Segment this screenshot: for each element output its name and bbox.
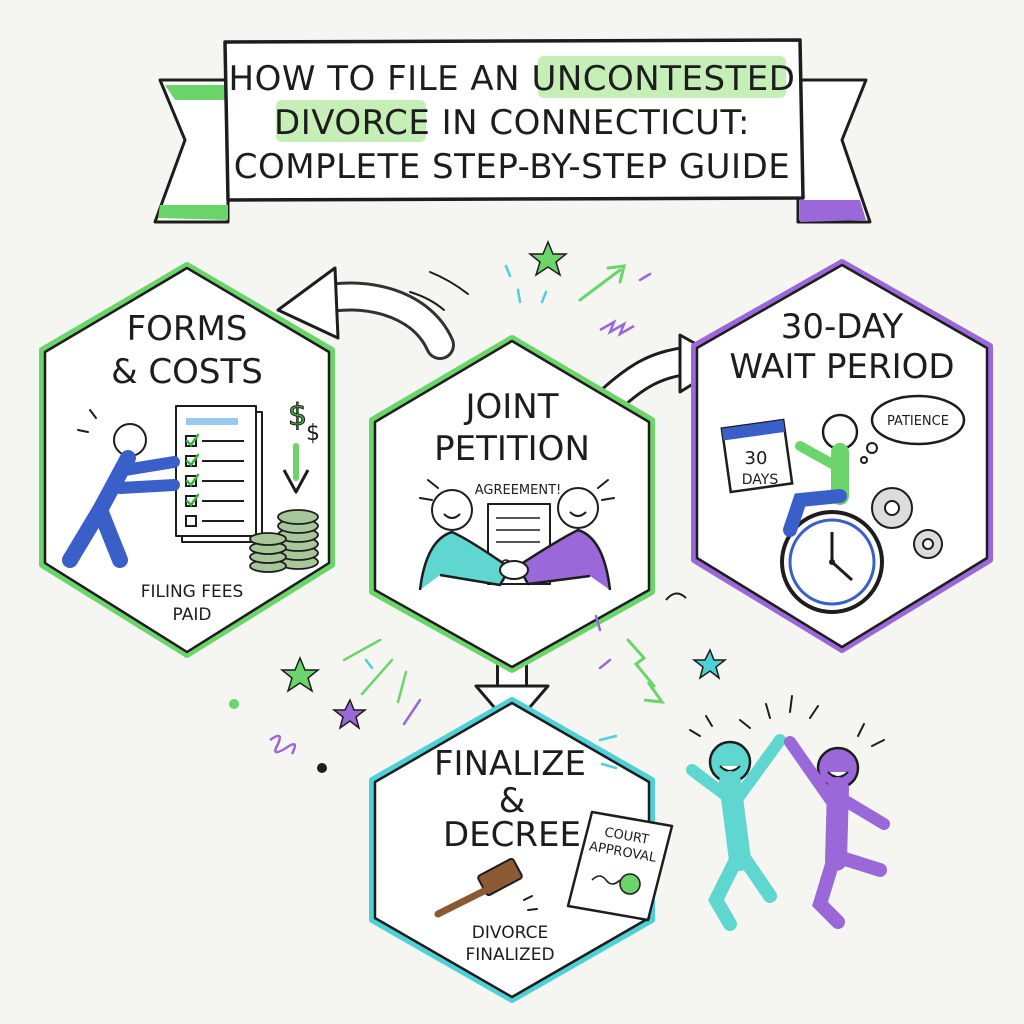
confetti-decorations bbox=[229, 240, 728, 773]
speech-label-agreement: AGREEMENT! bbox=[475, 483, 562, 498]
title-line1: HOW TO FILE AN UNCONTESTED bbox=[229, 59, 796, 99]
star-icon bbox=[331, 698, 368, 730]
calendar-number: 30 bbox=[745, 448, 768, 469]
star-icon bbox=[527, 240, 569, 277]
title-line2: DIVORCE IN CONNECTICUT: bbox=[274, 103, 750, 143]
celebrating-people-illustration bbox=[686, 695, 890, 931]
gear-icon bbox=[871, 487, 943, 559]
step4-title-line3: DECREE bbox=[443, 815, 581, 855]
title-line3: COMPLETE STEP-BY-STEP GUIDE bbox=[234, 147, 791, 187]
calendar-icon: 30 DAYS bbox=[720, 418, 794, 494]
scroll-icon: COURT APPROVAL bbox=[566, 810, 674, 922]
calendar-days: DAYS bbox=[742, 472, 779, 488]
step1-caption-line2: PAID bbox=[173, 605, 212, 625]
clock-icon bbox=[780, 510, 884, 614]
thought-bubble-icon: PATIENCE bbox=[860, 394, 966, 464]
step3-title-line2: WAIT PERIOD bbox=[729, 347, 954, 387]
title-banner: HOW TO FILE AN UNCONTESTED DIVORCE IN CO… bbox=[153, 38, 872, 224]
person-pushing-icon bbox=[62, 409, 180, 568]
step2-title-line1: JOINT bbox=[463, 387, 558, 427]
arrow-left-head bbox=[276, 266, 340, 340]
step-joint-petition: JOINT PETITION AGREEMENT! bbox=[369, 335, 655, 673]
coin-stack-icon bbox=[249, 509, 319, 573]
highlight-uncontested bbox=[538, 56, 786, 98]
step-forms-costs: FORMS & COSTS bbox=[39, 262, 335, 658]
step4-title-line1: FINALIZE bbox=[434, 744, 586, 784]
star-icon bbox=[279, 656, 321, 693]
step4-caption-line2: FINALIZED bbox=[465, 945, 554, 965]
down-arrow-icon bbox=[282, 443, 310, 494]
step1-title-line2: & COSTS bbox=[111, 352, 263, 392]
dollar-sign-small-icon: $ bbox=[306, 421, 320, 446]
step-wait-period: 30-DAY WAIT PERIOD PATIENCE 30 DAYS bbox=[691, 259, 993, 653]
step2-title-line2: PETITION bbox=[434, 429, 590, 469]
star-icon bbox=[691, 648, 728, 680]
seal-icon bbox=[619, 873, 641, 895]
thought-label-patience: PATIENCE bbox=[887, 414, 949, 429]
step1-caption-line1: FILING FEES bbox=[141, 582, 244, 602]
dollar-sign-icon: $ bbox=[288, 398, 307, 433]
handshake-icon bbox=[418, 487, 612, 591]
step3-title-line1: 30-DAY bbox=[781, 307, 904, 347]
checklist-icon bbox=[175, 405, 263, 543]
person-sitting-icon bbox=[783, 413, 859, 537]
step-finalize-decree: FINALIZE & DECREE COURT APPROVAL DIVORCE… bbox=[369, 697, 674, 1003]
gavel-icon bbox=[434, 857, 538, 918]
highlight-divorce bbox=[276, 100, 426, 142]
step4-title-line2: & bbox=[499, 781, 526, 821]
step1-title-line1: FORMS bbox=[127, 309, 248, 349]
step4-caption-line1: DIVORCE bbox=[472, 923, 548, 943]
